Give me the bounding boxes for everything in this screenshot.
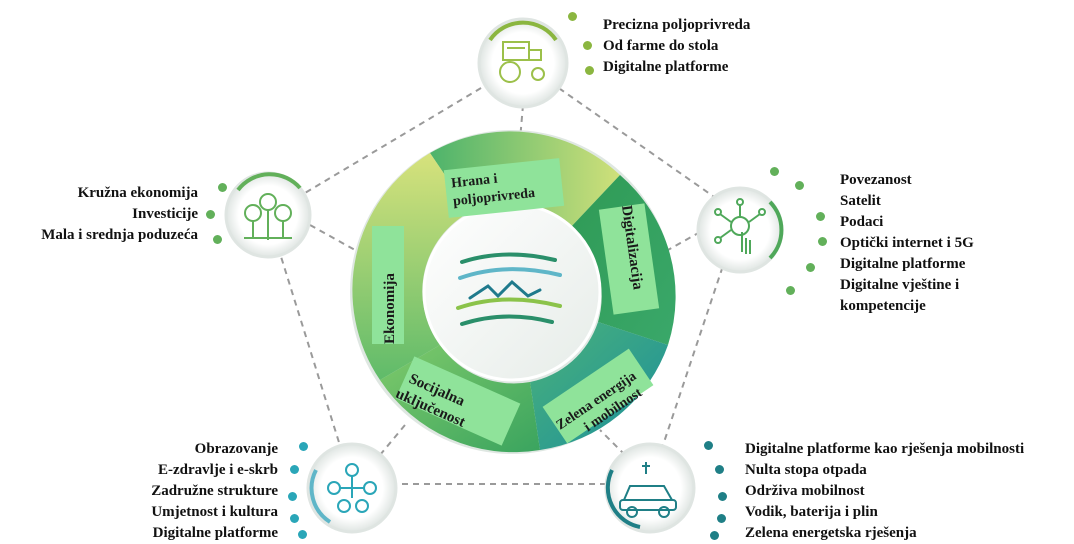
list-item: kompetencije (840, 298, 926, 314)
bullet-dot (290, 465, 299, 474)
list-item: Kružna ekonomija (77, 185, 198, 201)
svg-text:Ekonomija: Ekonomija (382, 273, 398, 344)
bullet-dot (585, 66, 594, 75)
bullet-dot (786, 286, 795, 295)
list-item: Digitalne platforme (152, 525, 278, 541)
list-item: Povezanost (840, 172, 912, 188)
social-items-list: Obrazovanje E-zdravlje i e-skrb Zadružne… (151, 439, 278, 544)
list-item: Optički internet i 5G (840, 235, 974, 251)
bullet-dot (213, 235, 222, 244)
label-bg-energija (542, 348, 654, 444)
electric-car-icon (619, 462, 677, 518)
bullet-dot (818, 237, 827, 246)
bullet-dot (816, 212, 825, 221)
list-item: Digitalne vještine i (840, 277, 960, 293)
spoke-lines (309, 104, 701, 456)
bullet-dot (710, 531, 719, 540)
list-item: Digitalne platforme (603, 59, 729, 75)
label-bg-socijalna (395, 356, 521, 446)
list-item: Zelena energetska rješenja (745, 525, 917, 541)
list-item: Mala i srednja poduzeća (41, 227, 198, 243)
list-item: Održiva mobilnost (745, 483, 865, 499)
list-item: Umjetnost i kultura (151, 504, 278, 520)
bullet-dot (795, 181, 804, 190)
bullet-dot (718, 492, 727, 501)
bullet-dot (704, 441, 713, 450)
label-bg-hrana (443, 158, 565, 218)
node-economy (224, 171, 312, 259)
tractor-icon (499, 41, 545, 83)
bullet-dot (218, 183, 227, 192)
segment-label-hrana-1: Hrana i (451, 172, 499, 192)
list-item: Investicije (132, 206, 198, 222)
bullet-dot (717, 514, 726, 523)
list-item: Nulta stopa otpada (745, 462, 867, 478)
list-item: Od farme do stola (603, 38, 719, 54)
economy-items-list: Kružna ekonomija Investicije Mala i sred… (41, 183, 198, 246)
node-energy (604, 442, 696, 534)
bullet-dot (715, 465, 724, 474)
digital-items-list: Povezanost Satelit Podaci Optički intern… (840, 170, 974, 317)
list-item: Precizna poljoprivreda (603, 17, 751, 33)
energy-items-list: Digitalne platforme kao rješenja mobilno… (745, 439, 1024, 544)
bullet-dot (583, 41, 592, 50)
bullet-dot (806, 263, 815, 272)
label-bg-digitalizacija (598, 203, 660, 315)
list-item: Zadružne strukture (151, 483, 278, 499)
list-item: Satelit (840, 193, 881, 209)
list-item: Obrazovanje (194, 441, 278, 457)
label-bg-ekonomija (372, 226, 404, 344)
list-item: Vodik, baterija i plin (745, 504, 878, 520)
list-item: Digitalne platforme kao rješenja mobilno… (745, 441, 1025, 457)
bullet-dot (288, 492, 297, 501)
center-logo-icon (456, 252, 562, 326)
food-items-list: Precizna poljoprivreda Od farme do stola… (603, 15, 750, 78)
node-social (306, 442, 398, 534)
list-item: E-zdravlje i e-skrb (158, 462, 278, 478)
bullet-dot (770, 167, 779, 176)
bullet-dot (298, 530, 307, 539)
node-food (477, 17, 569, 109)
list-item: Podaci (840, 214, 884, 230)
bullet-dot (299, 442, 308, 451)
bullet-dot (568, 12, 577, 21)
euro-plant-icon (244, 193, 292, 240)
segment-label-ekonomija: Ekonomija (382, 273, 398, 344)
bullet-dot (290, 514, 299, 523)
people-network-icon (327, 463, 377, 513)
bullet-dot (206, 210, 215, 219)
node-digital (696, 186, 784, 274)
list-item: Digitalne platforme (840, 256, 966, 272)
center-wheel: Hrana i poljoprivreda Digitalizacija Zel… (350, 130, 676, 454)
touch-network-icon (714, 198, 766, 254)
